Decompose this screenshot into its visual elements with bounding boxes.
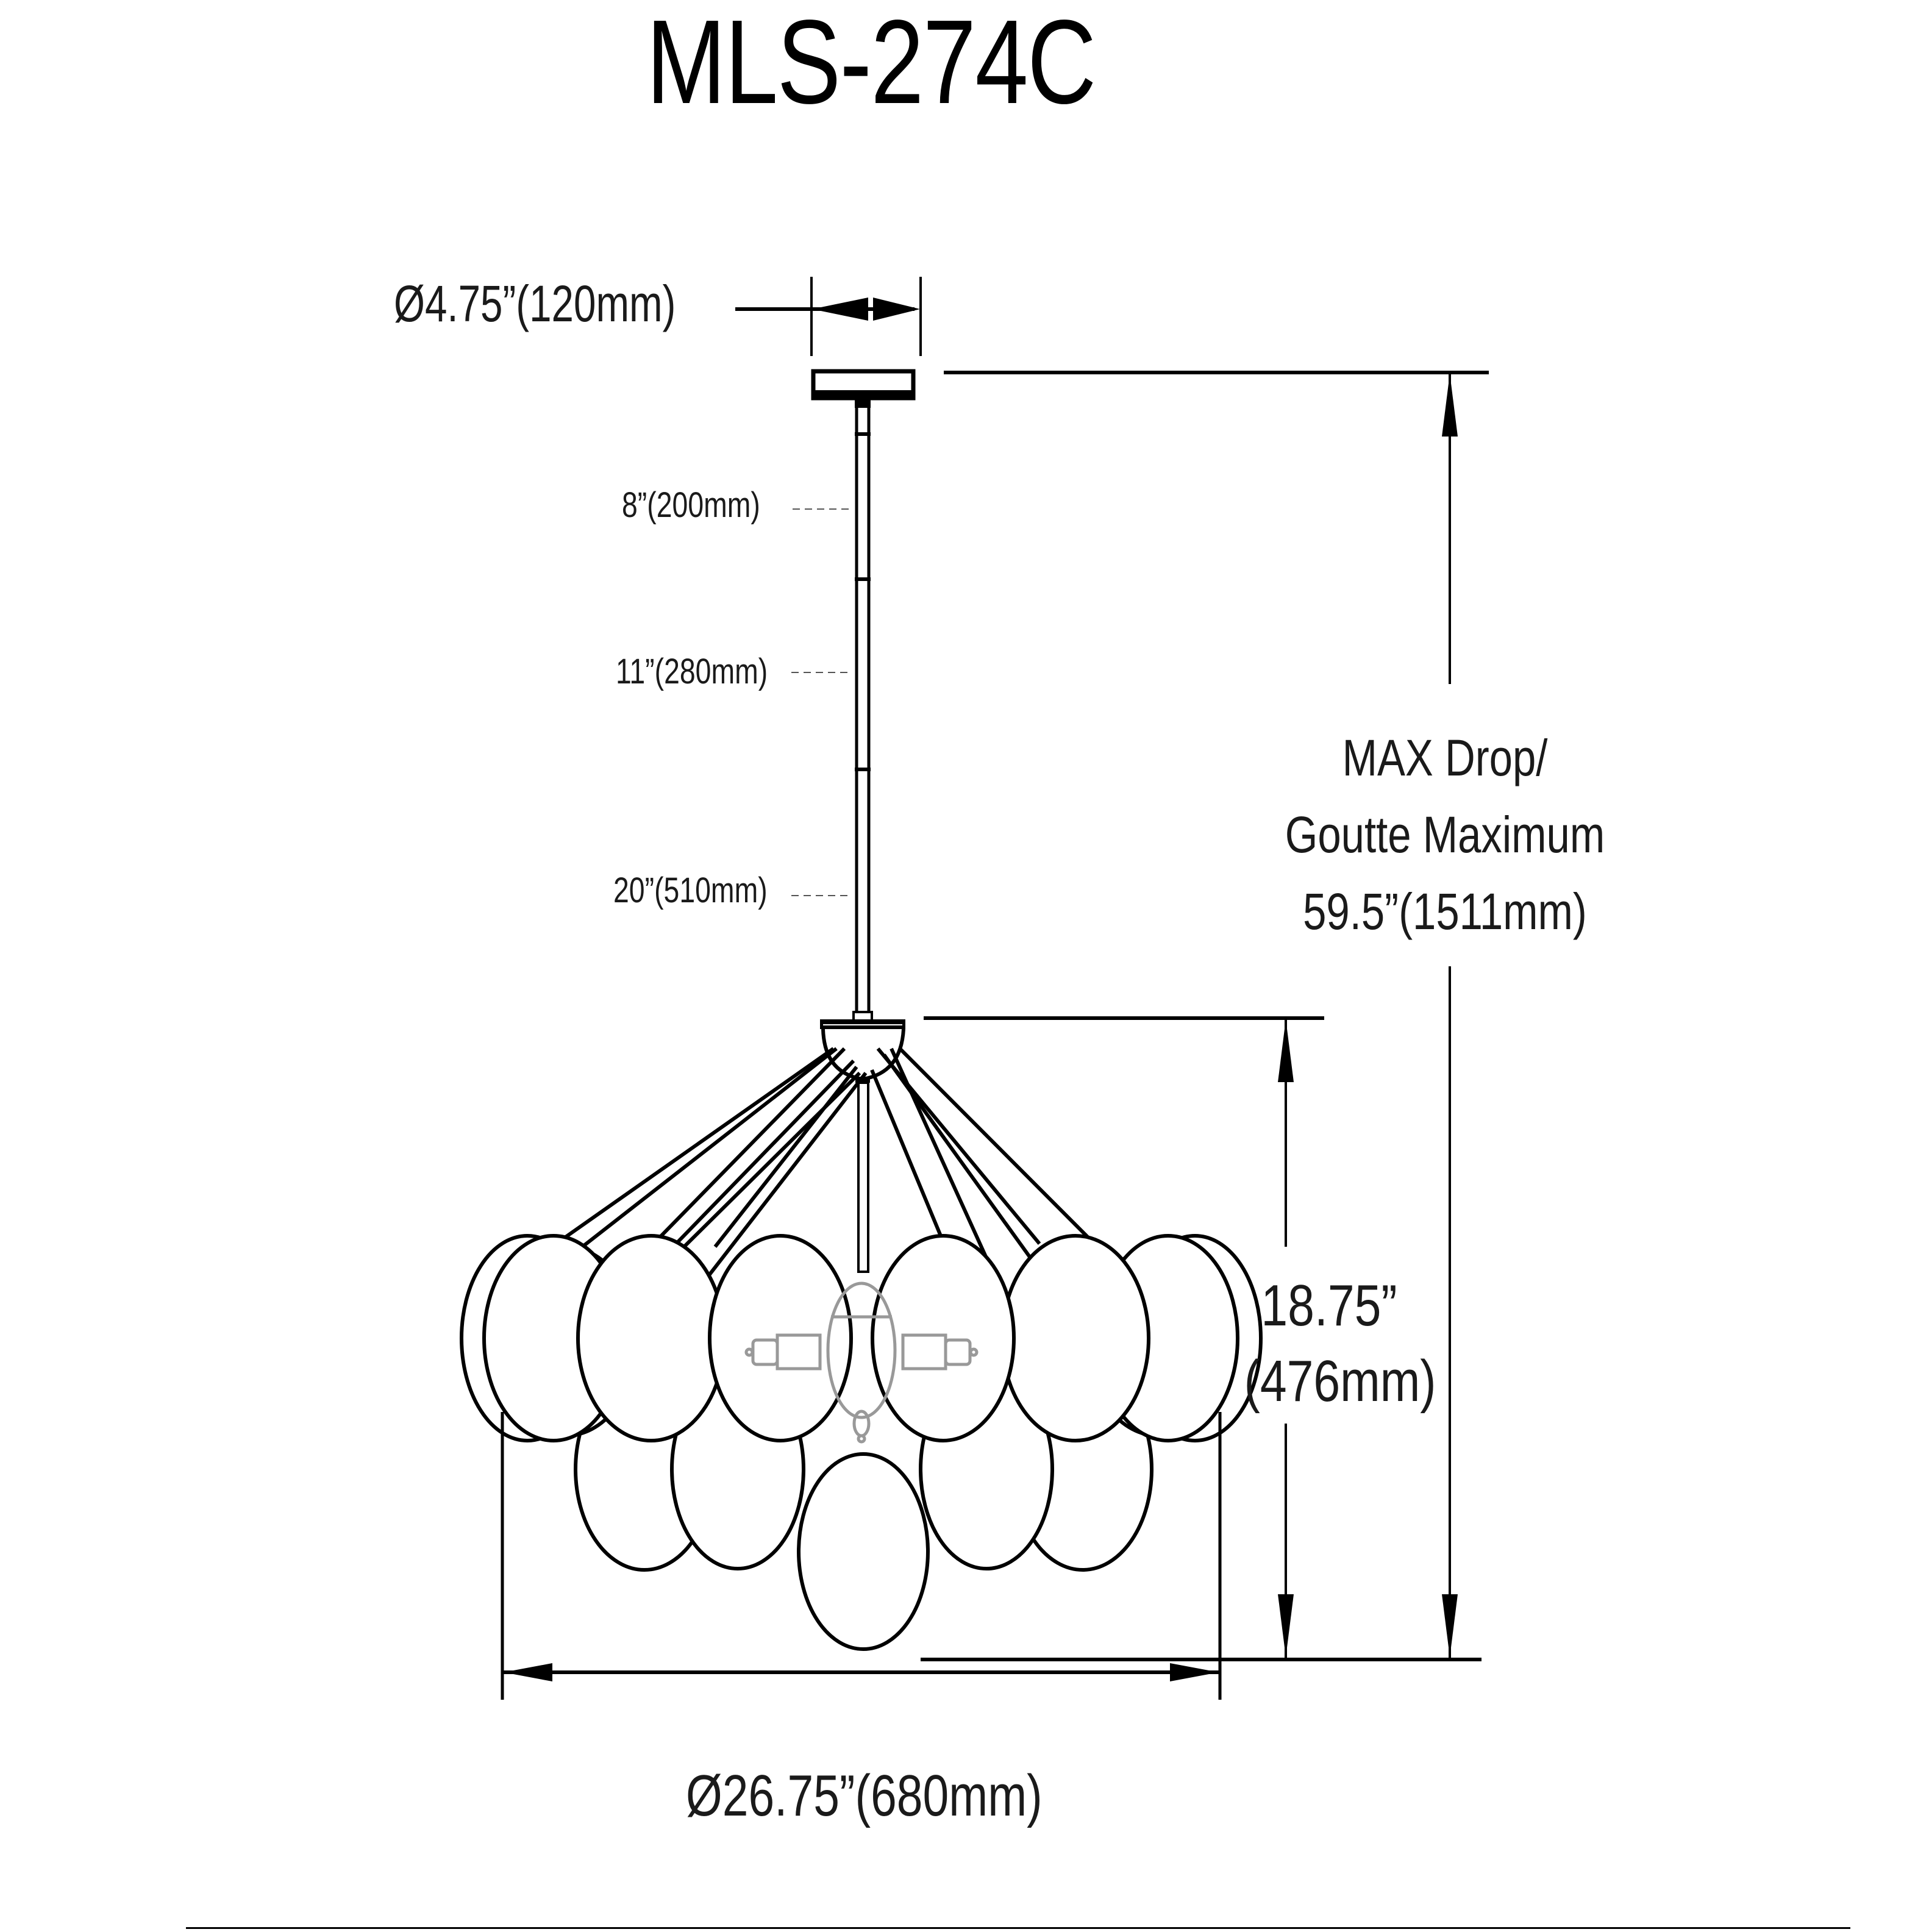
canopy-dimension (735, 277, 922, 356)
canopy-diameter-label: Ø4.75”(120mm) (394, 275, 676, 332)
fixture-height-label: 18.75” (476mm) (1244, 1268, 1436, 1419)
globe (708, 1234, 853, 1442)
globe (1000, 1234, 1150, 1442)
fixture-diameter-label: Ø26.75”(680mm) (686, 1763, 1043, 1828)
globe (797, 1452, 930, 1651)
glass-globes (460, 1234, 1263, 1651)
fixture-height-mm: (476mm) (1244, 1349, 1436, 1414)
suspension-rod (855, 397, 871, 1023)
max-drop-value: 59.5”(1511mm) (1303, 883, 1587, 940)
center-stem (857, 1082, 869, 1273)
max-drop-line: MAX Drop/ (1342, 729, 1548, 786)
footer-rule (186, 1927, 1850, 1929)
arrow-right-icon (873, 298, 920, 321)
max-drop-dimension (921, 371, 1489, 1661)
rod-segment-leaders (791, 508, 850, 896)
rod-segment-label: 11”(280mm) (616, 652, 768, 691)
globe (871, 1234, 1016, 1442)
fixture-height-dimension (924, 1016, 1324, 1658)
fixture-hub (820, 1011, 905, 1083)
rod-segment-label: 20”(510mm) (613, 871, 768, 910)
ceiling-canopy (811, 369, 916, 401)
max-drop-label: MAX Drop/ Goutte Maximum 59.5”(1511mm) (1285, 719, 1605, 950)
globe (576, 1234, 726, 1442)
max-drop-line: Goutte Maximum (1285, 806, 1605, 863)
rod-segment-label: 8”(200mm) (622, 485, 760, 525)
arrow-left-icon (812, 298, 868, 321)
model-number-title: MLS-274C (646, 0, 1096, 129)
fixture-diameter-dimension (501, 1412, 1222, 1700)
bulb-assembly (744, 1281, 979, 1444)
fixture-height-inches: 18.75” (1261, 1273, 1397, 1338)
